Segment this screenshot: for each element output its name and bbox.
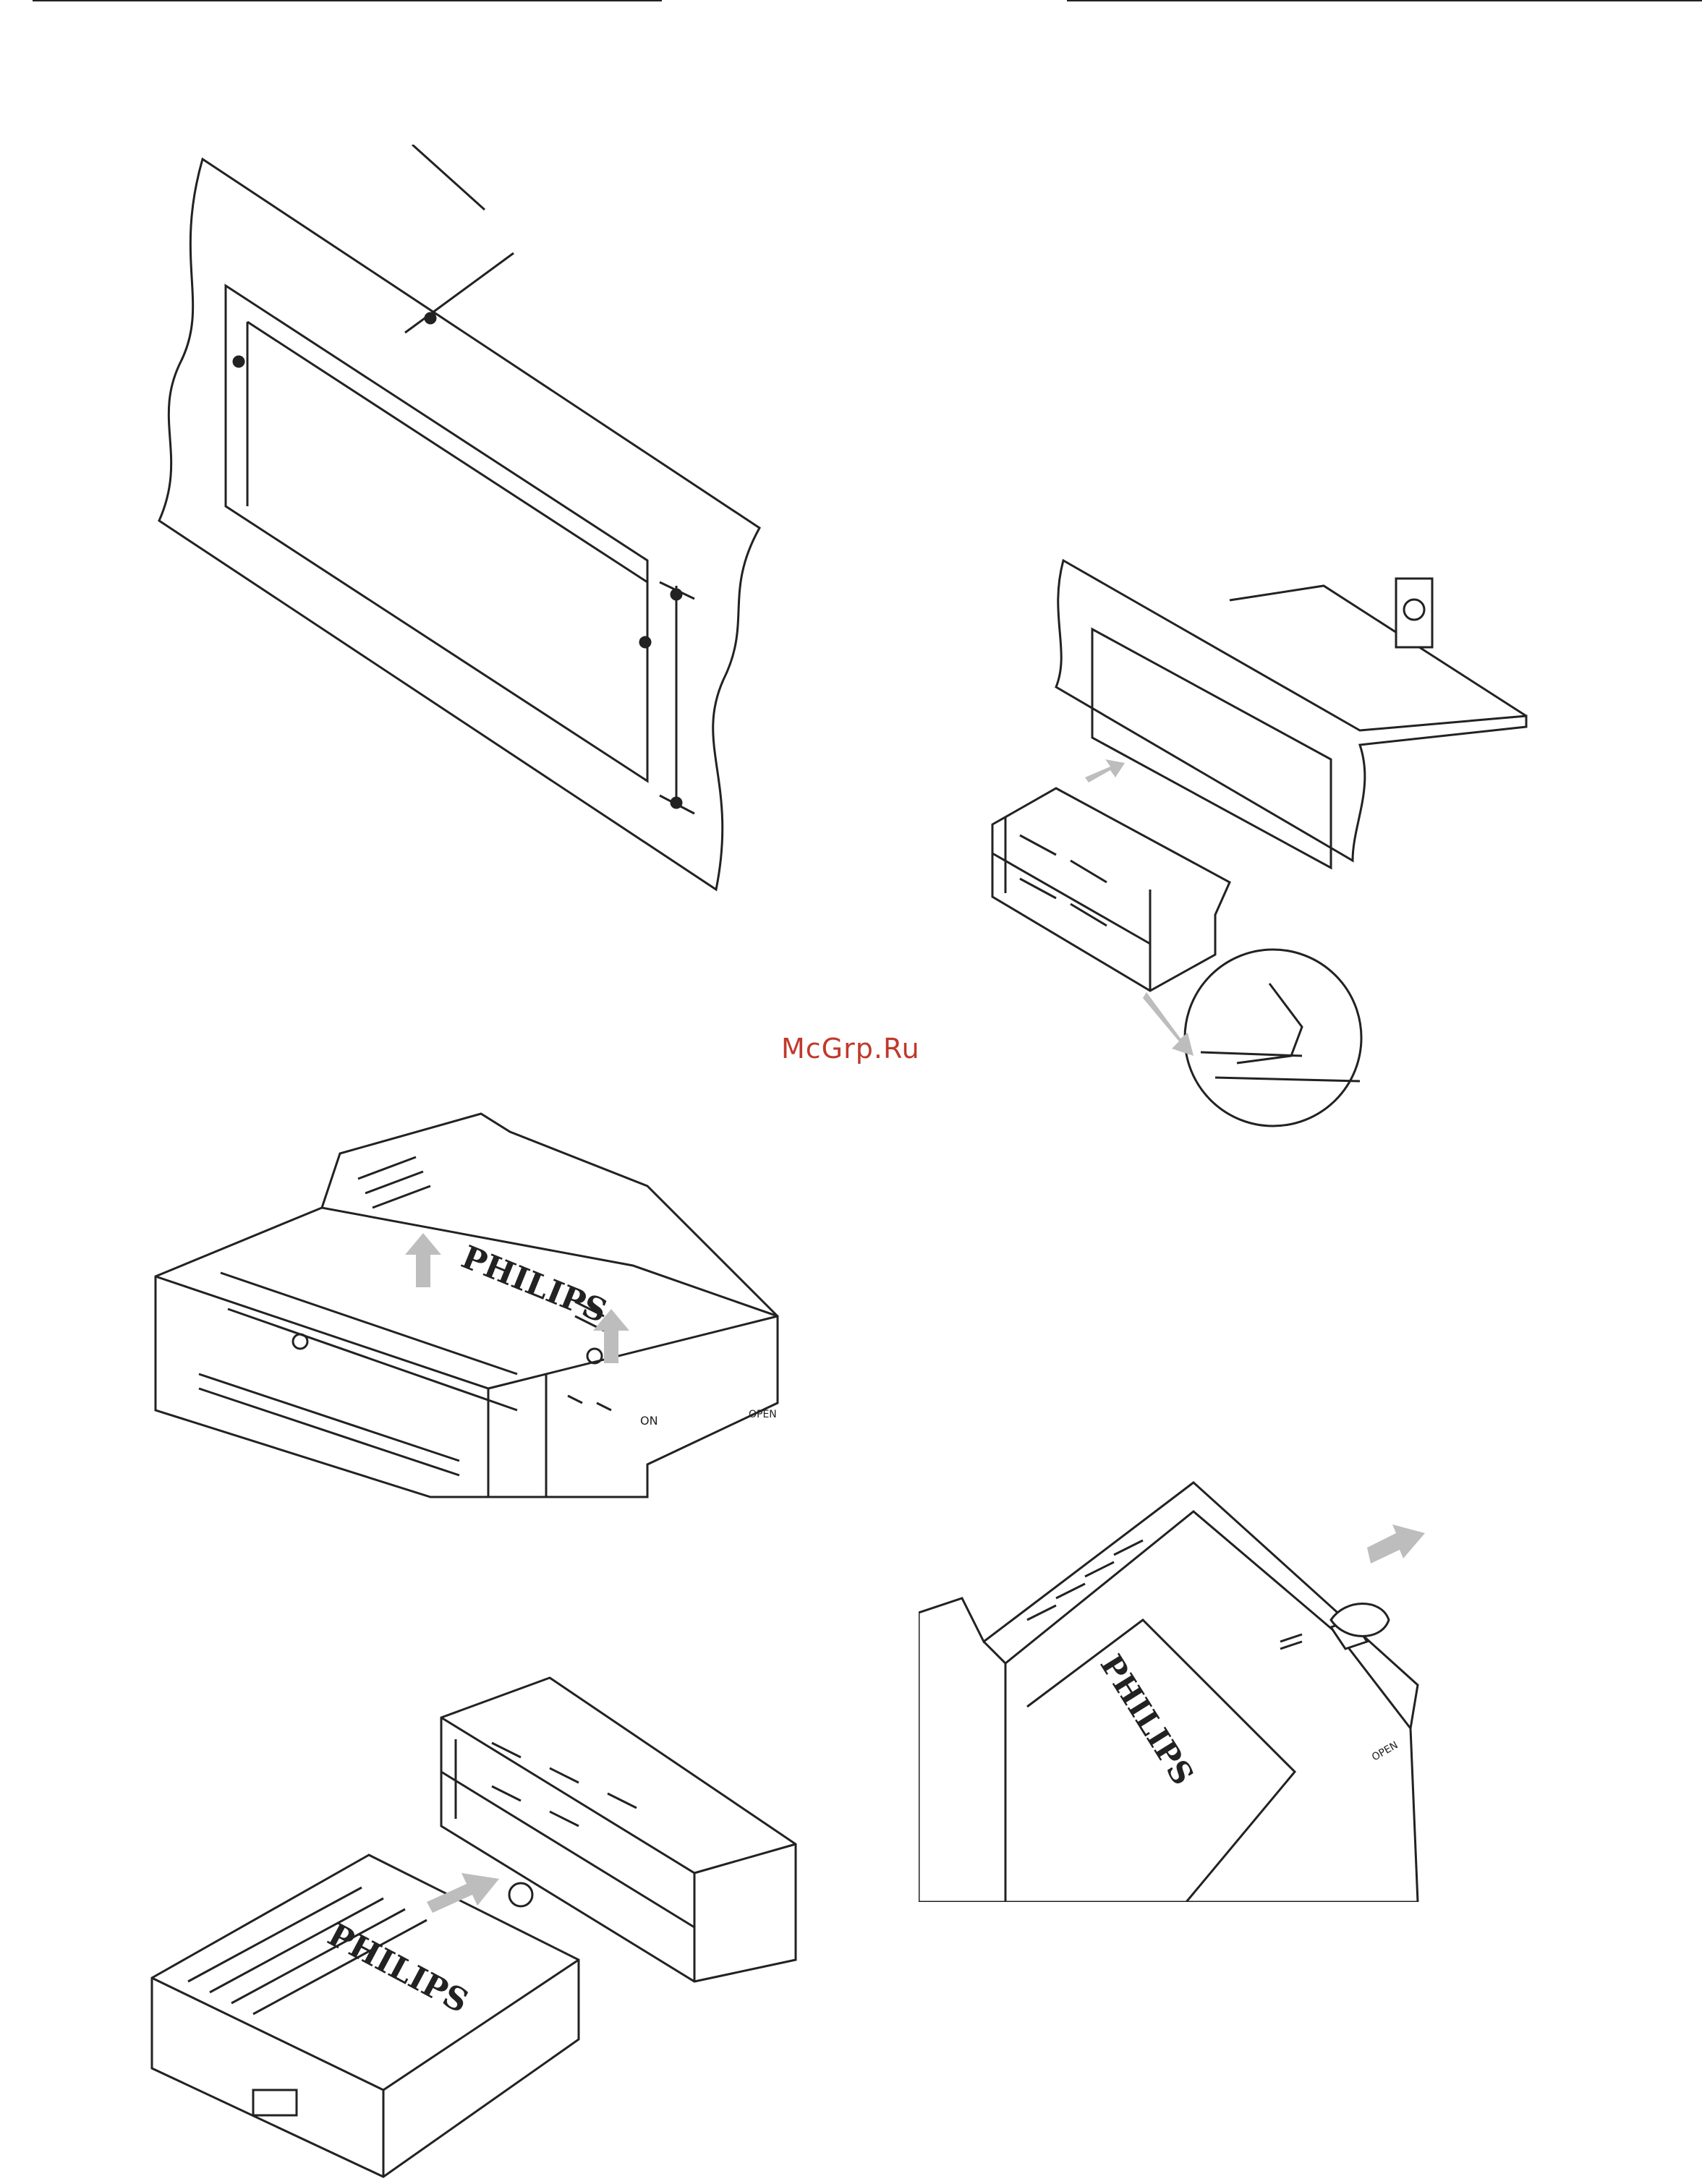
figure-dashboard-opening (145, 145, 781, 904)
figure-radio-into-sleeve: PHILIPS (145, 1663, 810, 2184)
top-rule-right (1067, 0, 1702, 1)
figure-sleeve-install (926, 550, 1562, 1150)
figure-radio-chassis: PHILIPS ON OPEN (141, 1099, 792, 1504)
dot-icon (640, 637, 650, 647)
dot-icon (671, 798, 681, 808)
on-label: ON (640, 1414, 658, 1428)
dot-icon (425, 313, 435, 323)
arrow-icon (1085, 759, 1125, 782)
dot-icon (234, 357, 244, 367)
arrow-icon (1367, 1524, 1425, 1564)
watermark: McGrp.Ru (781, 1033, 920, 1065)
open-label: OPEN (749, 1409, 777, 1420)
dot-icon (671, 589, 681, 600)
figure-rear-bolt: PHILIPS OPEN (919, 1475, 1439, 1902)
top-rule-left (33, 0, 662, 1)
